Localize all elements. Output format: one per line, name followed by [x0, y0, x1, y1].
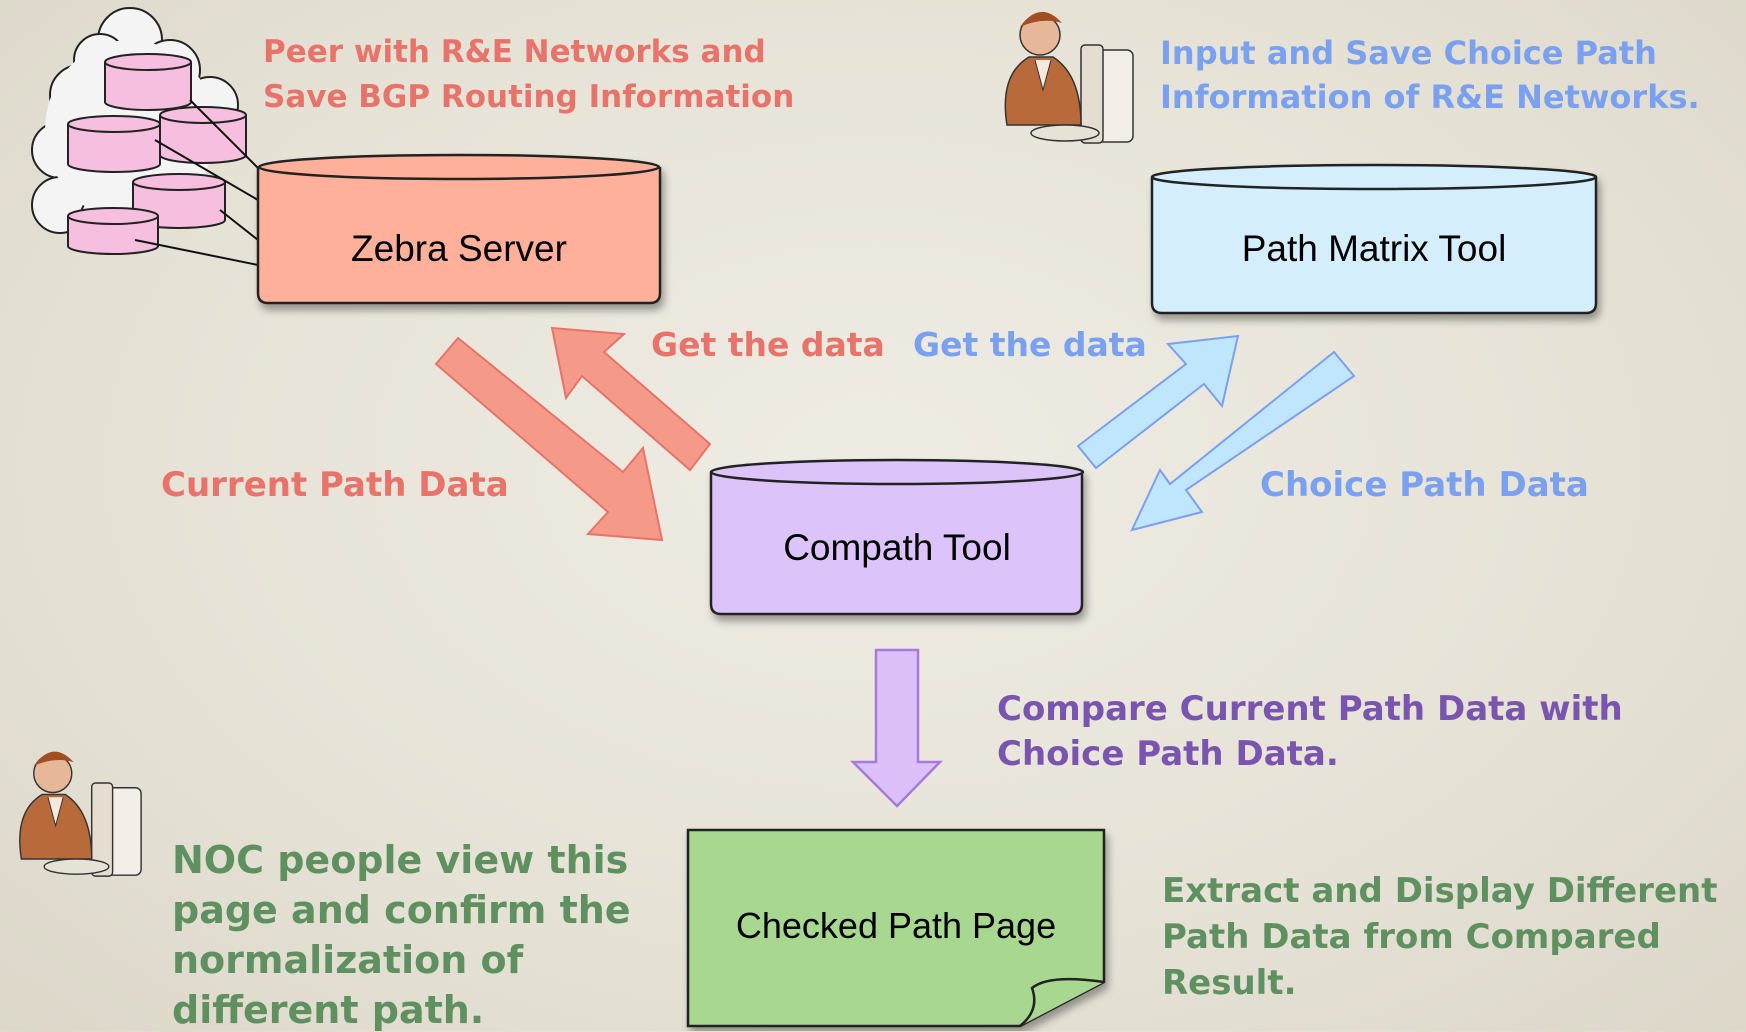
path-matrix-tool-label: Path Matrix Tool	[1241, 228, 1507, 269]
checked-path-page-node	[686, 828, 1106, 1028]
zebra-server-node	[256, 153, 662, 305]
extract-caption-line1: Extract and Display Different	[1162, 871, 1718, 911]
get-data-left-arrow	[550, 326, 712, 472]
peer-caption-line1: Peer with R&E Networks and	[263, 34, 766, 70]
noc-caption-line1: NOC people view this	[172, 838, 629, 882]
extract-caption-line2: Path Data from Compared	[1162, 917, 1661, 957]
path-matrix-tool-node	[1150, 163, 1598, 315]
compare-down-arrow	[849, 648, 943, 808]
network-cloud-icon	[31, 7, 261, 266]
compath-tool-label: Compath Tool	[783, 527, 1011, 568]
compath-tool-node	[709, 458, 1085, 616]
checked-path-page-label: Checked Path Page	[735, 905, 1057, 946]
compare-caption-line2: Choice Path Data.	[997, 734, 1339, 774]
compare-caption-line1: Compare Current Path Data with	[997, 689, 1623, 729]
noc-caption-line2: page and confirm the	[172, 888, 631, 932]
person-at-computer-icon	[1004, 11, 1134, 144]
peer-caption-line2: Save BGP Routing Information	[263, 79, 795, 115]
input-caption-line2: Information of R&E Networks.	[1160, 78, 1700, 116]
extract-caption-line3: Result.	[1162, 963, 1297, 1003]
current-path-data-arrow	[434, 336, 664, 542]
person-at-computer-icon	[19, 751, 142, 877]
noc-caption-line4: different path.	[172, 988, 485, 1032]
noc-caption-line3: normalization of	[172, 938, 524, 982]
get-data-right-label: Get the data	[913, 325, 1147, 364]
get-data-left-label: Get the data	[651, 325, 885, 364]
choice-path-data-arrow	[1130, 350, 1356, 532]
choice-path-data-label: Choice Path Data	[1260, 465, 1589, 505]
input-caption-line1: Input and Save Choice Path	[1160, 34, 1657, 72]
zebra-server-label: Zebra Server	[351, 228, 567, 269]
get-data-right-arrow	[1076, 334, 1240, 470]
current-path-data-label: Current Path Data	[161, 465, 509, 505]
